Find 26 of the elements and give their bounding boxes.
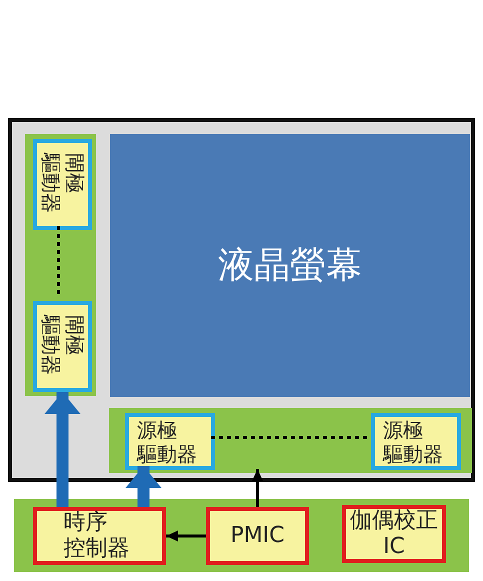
lcd-screen	[110, 134, 470, 397]
gate-driver-box	[33, 301, 92, 392]
chip-box	[33, 507, 166, 565]
source-driver-box	[125, 413, 215, 470]
screen-label: 液晶螢幕	[218, 244, 362, 288]
arrow	[166, 530, 206, 542]
chip-label: 伽偶校正IC	[349, 508, 439, 560]
dotted-line	[57, 226, 60, 297]
chip-label: 源極驅動器	[137, 418, 198, 466]
arrow	[252, 469, 263, 507]
driver-strip	[109, 408, 472, 473]
chip-box	[342, 505, 446, 563]
chip-label: 時序控制器	[64, 510, 130, 562]
driver-strip	[25, 134, 96, 396]
chip-box	[206, 507, 309, 565]
chip-label: PMIC	[229, 523, 286, 549]
dotted-line	[211, 436, 367, 439]
chip-label: 閘極驅動器	[38, 314, 86, 376]
chip-label: 源極驅動器	[383, 418, 444, 466]
gate-driver-box	[33, 139, 92, 230]
driver-strip	[14, 499, 469, 572]
arrow	[126, 466, 162, 507]
display-panel	[8, 118, 475, 482]
arrow	[44, 392, 80, 507]
chip-label: 閘極驅動器	[38, 152, 86, 214]
source-driver-box	[371, 413, 461, 470]
